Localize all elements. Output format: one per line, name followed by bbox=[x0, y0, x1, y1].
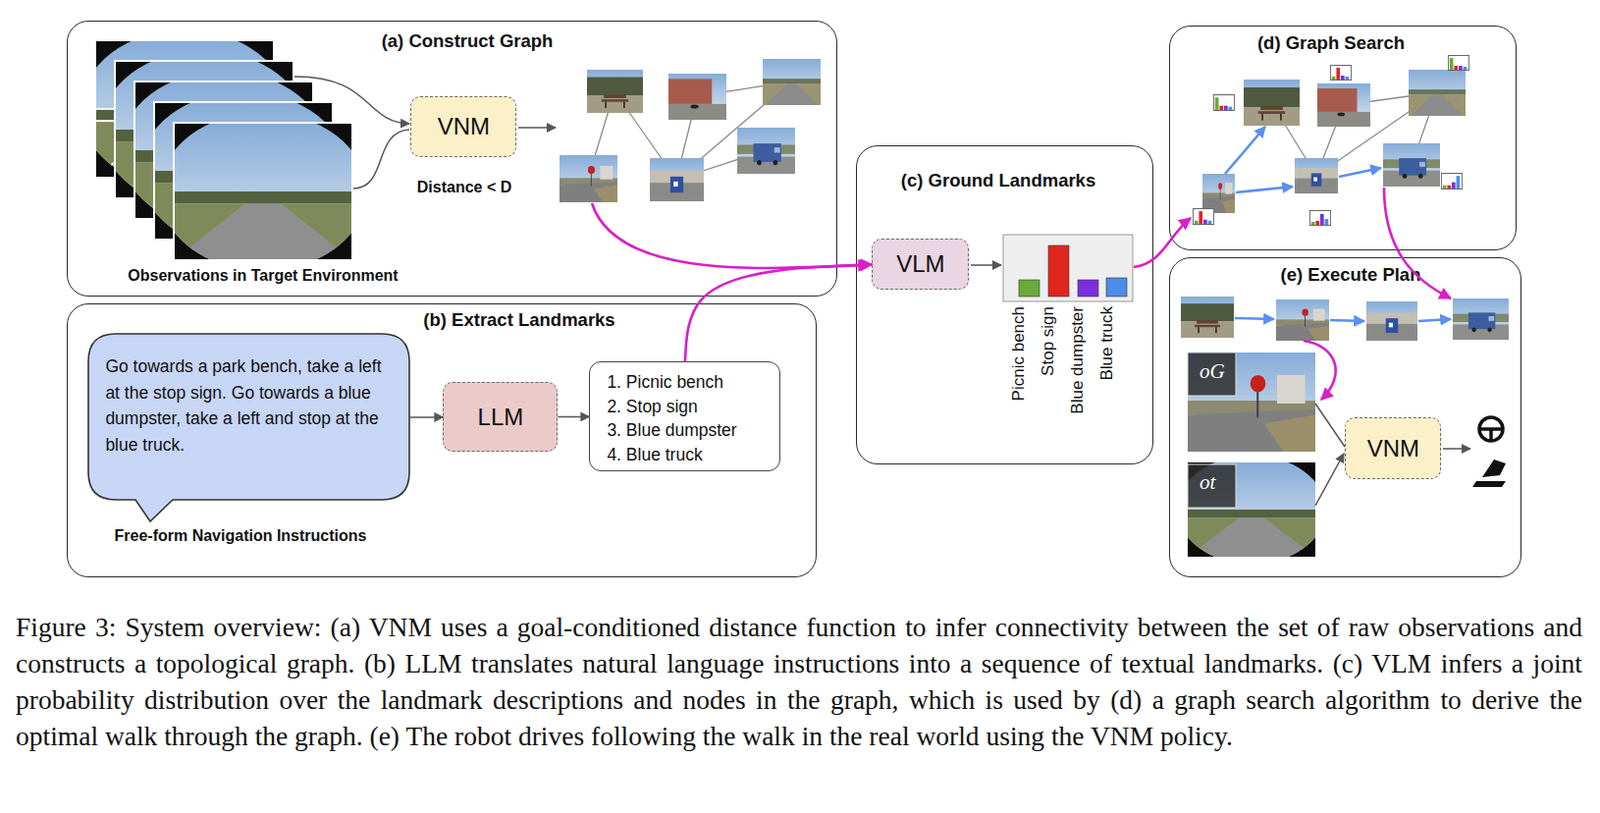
bar bbox=[1077, 279, 1099, 297]
graph-edges bbox=[1271, 92, 1438, 176]
current-photo bbox=[1187, 462, 1316, 557]
model-name: LLM bbox=[478, 403, 525, 431]
graph-photo bbox=[559, 155, 618, 203]
bar bbox=[1048, 245, 1069, 297]
graph-photo bbox=[1317, 83, 1371, 127]
stage-panel: (e) Execute PlanVNM bbox=[1169, 257, 1522, 578]
input-line bbox=[353, 129, 410, 189]
plan-photo bbox=[1180, 296, 1234, 338]
goal-photo bbox=[1187, 352, 1316, 452]
observation-photo bbox=[114, 60, 294, 199]
magenta-arrow bbox=[1384, 187, 1451, 299]
graph-edges bbox=[587, 81, 792, 180]
path-arrow bbox=[1235, 186, 1293, 193]
instruction-text: Go towards a park bench, take a left at … bbox=[88, 333, 410, 468]
panel-title: (d) Graph Search bbox=[1257, 32, 1405, 54]
plan-photo bbox=[1276, 299, 1330, 341]
bar-chart-frame bbox=[1003, 234, 1133, 302]
mini-chart bbox=[1330, 65, 1351, 81]
photo-frame bbox=[173, 122, 353, 261]
output-arrow bbox=[970, 264, 1002, 267]
graph-photo bbox=[1294, 158, 1338, 194]
label-box bbox=[1187, 352, 1236, 396]
observation-photo bbox=[95, 40, 274, 178]
output-arrow bbox=[518, 126, 556, 129]
plan-photo bbox=[1452, 298, 1509, 340]
list-item: 4. Blue truck bbox=[606, 442, 766, 468]
path-arrow bbox=[1225, 126, 1266, 174]
model-box: VNM bbox=[1344, 417, 1441, 480]
panel-title: (b) Extract Landmarks bbox=[423, 309, 615, 331]
bar bbox=[1018, 279, 1040, 297]
photo-frame bbox=[134, 81, 314, 219]
observation-photo bbox=[173, 122, 353, 261]
graph-photo bbox=[1202, 173, 1235, 214]
graph-photo bbox=[649, 158, 704, 202]
model-box: VLM bbox=[871, 238, 969, 290]
connector-arrow bbox=[685, 264, 873, 362]
pedal-icon bbox=[1472, 459, 1506, 487]
panel-title: (e) Execute Plan bbox=[1280, 264, 1422, 286]
figure-caption: Figure 3: System overview: (a) VNM uses … bbox=[15, 608, 1583, 754]
input-line bbox=[1315, 453, 1344, 506]
photo-frame bbox=[95, 40, 274, 178]
speech-bubble: Go towards a park bench, take a left at … bbox=[88, 333, 410, 500]
panel-title: (c) Ground Landmarks bbox=[901, 169, 1096, 192]
list-item: 1. Picnic bench bbox=[606, 370, 766, 395]
stage-panel: (b) Extract Landmarks Go towards a park b… bbox=[66, 303, 817, 578]
graph-photo bbox=[1243, 79, 1300, 126]
stage-panel: (a) Construct GraphVNM bbox=[66, 20, 838, 297]
steering-wheel-icon bbox=[1479, 417, 1503, 441]
input-line bbox=[294, 76, 410, 124]
graph-photo bbox=[737, 127, 796, 174]
list-item: 3. Blue dumpster bbox=[606, 418, 766, 443]
model-box: VNM bbox=[410, 96, 517, 158]
graph-photo bbox=[1383, 143, 1440, 187]
graph-photo bbox=[586, 69, 643, 113]
graph-photo bbox=[668, 73, 727, 120]
graph-photo bbox=[762, 58, 821, 106]
photo-frame bbox=[154, 102, 333, 240]
panel-title: (a) Construct Graph bbox=[381, 30, 554, 53]
magenta-arrow bbox=[591, 203, 870, 268]
model-name: VNM bbox=[1367, 434, 1420, 463]
mini-chart bbox=[1309, 211, 1331, 226]
path-arrow bbox=[1330, 320, 1365, 321]
connector-arrow bbox=[409, 416, 443, 419]
mini-chart bbox=[1440, 173, 1462, 190]
bubble-shape bbox=[88, 333, 410, 522]
graph-photo bbox=[1408, 69, 1466, 116]
observation-stack bbox=[95, 40, 353, 261]
magenta-arrow bbox=[1133, 217, 1191, 267]
mini-chart bbox=[1447, 55, 1469, 71]
plan-photo bbox=[1366, 301, 1418, 341]
photo-frame bbox=[114, 60, 294, 199]
stage-panel: (c) Ground LandmarksVLM bbox=[855, 145, 1154, 465]
landmark-list: 1. Picnic bench2. Stop sign3. Blue dumps… bbox=[588, 361, 781, 472]
mini-chart bbox=[1213, 95, 1234, 111]
observation-photo bbox=[134, 81, 314, 219]
output-arrow bbox=[1442, 447, 1471, 450]
observation-photo bbox=[154, 102, 333, 240]
list-item: 2. Stop sign bbox=[606, 394, 766, 420]
model-name: VLM bbox=[896, 250, 945, 278]
model-box: LLM bbox=[442, 381, 558, 452]
connector-arrow bbox=[557, 416, 589, 419]
label-box bbox=[1187, 464, 1236, 508]
path-arrow bbox=[1338, 167, 1382, 177]
model-name: VNM bbox=[437, 112, 490, 141]
input-line bbox=[1315, 403, 1345, 447]
path-arrow bbox=[1418, 319, 1451, 321]
path-arrow bbox=[1234, 318, 1275, 320]
mini-chart bbox=[1192, 209, 1214, 225]
bar bbox=[1106, 277, 1127, 297]
magenta-arrow bbox=[1303, 340, 1336, 400]
stage-panel: (d) Graph Search bbox=[1169, 25, 1517, 251]
